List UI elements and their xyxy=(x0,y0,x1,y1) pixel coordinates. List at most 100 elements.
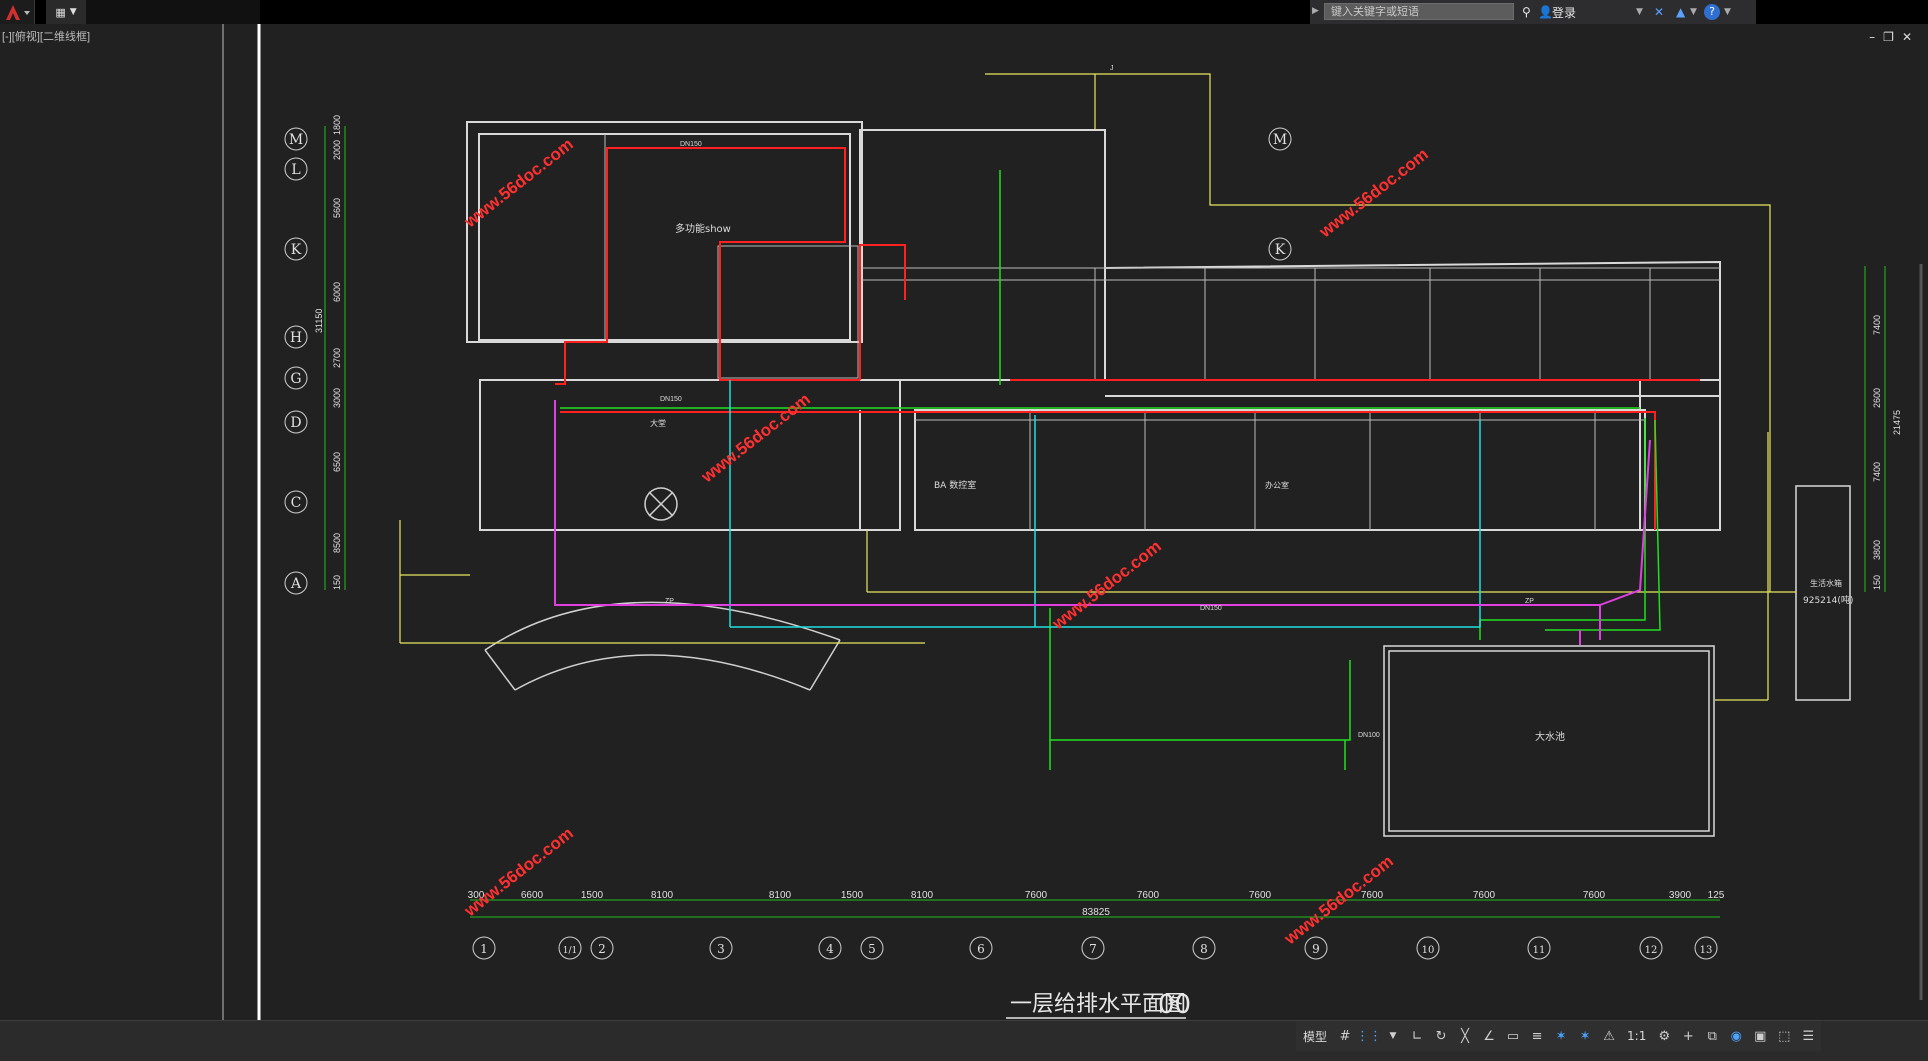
axis-col-label: 6 xyxy=(977,942,985,956)
dim-text: 125 xyxy=(1708,890,1725,901)
dim-text: 8100 xyxy=(651,890,674,901)
axis-col-label: 7 xyxy=(1089,942,1097,956)
auto-scale-icon[interactable]: ✶ xyxy=(1579,1028,1591,1044)
axis-col-label: 8 xyxy=(1200,942,1208,956)
plus-icon[interactable]: + xyxy=(1682,1028,1694,1044)
room-label: BA 数控室 xyxy=(934,479,976,491)
axis-col-label: 11 xyxy=(1533,945,1546,956)
axis-col-label: 12 xyxy=(1645,945,1658,956)
object-snap-icon[interactable]: ∠ xyxy=(1483,1028,1495,1044)
interior-walls xyxy=(604,134,1720,530)
autocad-logo-icon xyxy=(6,5,30,20)
dim-text: 1500 xyxy=(581,890,604,901)
room-label: 925214(吨) xyxy=(1803,594,1853,606)
chevron-down-icon: ▼ xyxy=(69,7,77,17)
dim-text: 6600 xyxy=(521,890,544,901)
axis-col-label: 4 xyxy=(826,942,834,956)
dim-total: 31150 xyxy=(314,309,324,333)
axis-col-label: 13 xyxy=(1700,945,1713,956)
hardware-acceleration-icon[interactable]: ▣ xyxy=(1754,1028,1767,1044)
fire-pipes xyxy=(555,147,1700,530)
drawing-title: 一层给排水平面图 xyxy=(1010,992,1186,1017)
annotation-scale-icon[interactable]: ⚠ xyxy=(1603,1028,1615,1044)
dim-text: 2000 xyxy=(332,140,342,160)
ortho-icon[interactable]: ∟ xyxy=(1411,1028,1423,1044)
model-space-button[interactable]: 模型 xyxy=(1303,1029,1328,1044)
drawing-title-suffix: 00 xyxy=(1158,990,1191,1020)
dim-total: 21475 xyxy=(1892,410,1902,435)
axis-row-label: G xyxy=(290,371,301,387)
clean-screen-icon[interactable]: ⬚ xyxy=(1778,1028,1791,1044)
pipe-label: DN150 xyxy=(660,396,682,403)
user-icon[interactable]: 👤 xyxy=(1538,5,1553,19)
a360-dropdown-icon[interactable]: ▼ xyxy=(1690,7,1697,17)
axis-col-label: 9 xyxy=(1312,942,1320,956)
application-menu-button[interactable] xyxy=(0,0,35,24)
binoculars-icon[interactable]: ⚲ xyxy=(1522,5,1531,19)
drain-pipes xyxy=(560,170,1661,770)
axis-col-label: 1/1 xyxy=(563,946,577,956)
search-input[interactable]: 键入关键字或短语 xyxy=(1324,3,1514,20)
pipe-label: J xyxy=(1110,65,1114,72)
entrance-canopy xyxy=(484,487,841,691)
isodraft-icon[interactable]: ╳ xyxy=(1461,1028,1469,1044)
grid-icon[interactable]: # xyxy=(1339,1028,1351,1044)
room-label: 大水池 xyxy=(1535,730,1565,743)
minimize-icon[interactable]: – xyxy=(1869,30,1884,44)
pipe-label: ZP xyxy=(665,598,674,605)
room-label: 生活水箱 xyxy=(1810,578,1842,588)
axis-col-label: 2 xyxy=(598,942,606,956)
a360-icon[interactable]: ▲ xyxy=(1676,5,1686,19)
snap-dropdown-icon[interactable]: ▼ xyxy=(1389,1031,1397,1041)
status-bar-tools: 模型 # ⋮⋮ ▼ ∟ ↻ ╳ ∠ ▭ ≡ ✶ ✶ ⚠ 1:1 ⚙ + ⧉ ◉ … xyxy=(1296,1021,1822,1051)
dim-text: 3800 xyxy=(1872,540,1882,560)
close-icon[interactable]: ✕ xyxy=(1901,30,1920,44)
dim-text: 7600 xyxy=(1361,890,1384,901)
right-dimension xyxy=(1864,266,1886,592)
dim-text: 7600 xyxy=(1473,890,1496,901)
exchange-icon[interactable]: ✕ xyxy=(1654,5,1665,19)
pipe-label: DN150 xyxy=(1200,605,1222,612)
dim-text: 8100 xyxy=(911,890,934,901)
dim-text: 7600 xyxy=(1583,890,1606,901)
lineweight-icon[interactable]: ≡ xyxy=(1531,1028,1543,1044)
bottom-dimension xyxy=(470,899,1720,918)
customization-menu-icon[interactable]: ☰ xyxy=(1802,1028,1815,1044)
scale-selector[interactable]: 1:1 xyxy=(1627,1029,1647,1043)
axis-row-label: L xyxy=(291,162,300,178)
dim-text: 6500 xyxy=(332,452,342,472)
login-dropdown-icon[interactable]: ▼ xyxy=(1636,7,1643,17)
viewport-controls-label[interactable]: [-][俯视][二维线框] xyxy=(2,31,90,43)
dim-text: 8100 xyxy=(769,890,792,901)
help-icon[interactable]: ? xyxy=(1704,0,1720,24)
dim-text: 1500 xyxy=(841,890,864,901)
workspace-gear-icon[interactable]: ⚙ xyxy=(1658,1028,1671,1044)
help-dropdown-icon[interactable]: ▼ xyxy=(1724,7,1731,17)
watermark: www.56doc.com xyxy=(1315,145,1432,242)
expand-arrow-icon[interactable]: ▶ xyxy=(1312,6,1319,16)
units-icon[interactable]: ⧉ xyxy=(1707,1028,1717,1044)
annotation-visibility-icon[interactable]: ✶ xyxy=(1555,1028,1567,1044)
dim-text: 7600 xyxy=(1137,890,1160,901)
isolate-objects-icon[interactable]: ◉ xyxy=(1730,1028,1742,1044)
login-label: 登录 xyxy=(1552,5,1577,20)
drawing-canvas[interactable]: M L K H G D C A M K 2000 1800 5600 6000 … xyxy=(0,0,1928,1020)
hot-water-pipes xyxy=(729,380,1481,628)
file-tabs-area xyxy=(86,0,260,24)
dim-text: 3000 xyxy=(332,388,342,408)
axis-columns xyxy=(472,936,1718,960)
dim-text: 150 xyxy=(1872,575,1882,590)
snap-icon[interactable]: ⋮⋮ xyxy=(1356,1028,1383,1044)
polar-icon[interactable]: ↻ xyxy=(1435,1028,1447,1044)
selection-cycling-icon[interactable]: ▭ xyxy=(1506,1028,1520,1044)
left-dimension xyxy=(324,126,346,590)
watermark: www.56doc.com xyxy=(697,390,814,487)
axis-col-label: 3 xyxy=(717,942,725,956)
quick-access-toolbar-button[interactable]: ▦ ▼ xyxy=(46,0,86,24)
login-button[interactable]: 登录 xyxy=(1552,0,1576,24)
restore-icon[interactable]: ❐ xyxy=(1883,30,1902,44)
axis-row-label: K xyxy=(291,242,302,258)
room-label: 大堂 xyxy=(650,418,666,428)
axis-col-label: 5 xyxy=(868,942,876,956)
window-controls[interactable]: –❐✕ xyxy=(1869,30,1920,44)
